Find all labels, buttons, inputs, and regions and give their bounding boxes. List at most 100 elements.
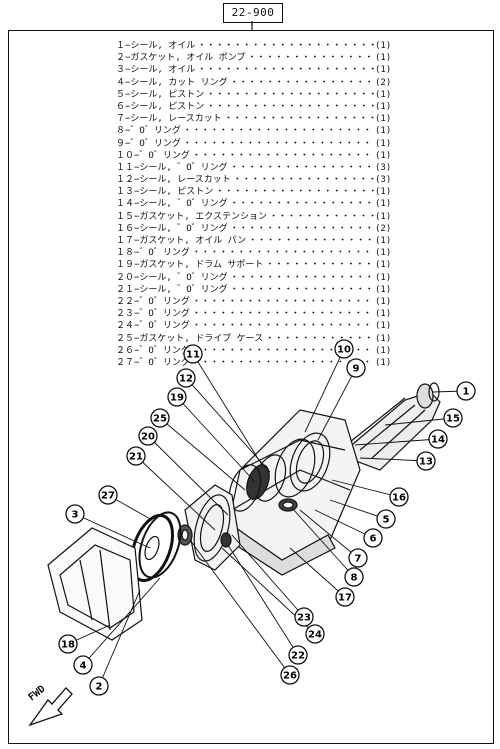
callout-number: 24 [308, 630, 322, 641]
dot-leader: ・・・・・・・・・・・・・・・・・・・・・・・・・・・・・・・・・・・・・・・・ [191, 150, 375, 161]
dot-leader: ・・・・・・・・・・・・・・・・・・・・・・・・・・・・・・・・・・・・・・・・ [247, 53, 375, 64]
dot-leader: ・・・・・・・・・・・・・・・・・・・・・・・・・・・・・・・・・・・・・・・・ [182, 138, 375, 149]
part-number-and-name: ２４−゛O゛リング [116, 321, 190, 332]
callout-circle [176, 368, 196, 388]
dot-leader: ・・・・・・・・・・・・・・・・・・・・・・・・・・・・・・・・・・・・・・・・ [191, 248, 375, 259]
callout-21: 21 [126, 446, 146, 466]
part-quantity: (1) [375, 248, 392, 259]
part-number-and-name: １０−゛O゛リング [116, 150, 190, 161]
part-quantity: (3) [375, 162, 392, 173]
parts-list-row: １１−シール, ゛O゛リング・・・・・・・・・・・・・・・・・・・・・・・・・・… [116, 162, 391, 174]
callout-26: 26 [280, 665, 300, 685]
callout-number: 4 [80, 661, 87, 672]
callout-12: 12 [176, 368, 196, 388]
callout-number: 6 [370, 534, 377, 545]
part-number-and-name: ６−シール, ピストン [116, 101, 205, 112]
dot-leader: ・・・・・・・・・・・・・・・・・・・・・・・・・・・・・・・・・・・・・・・・ [191, 296, 375, 307]
parts-list-row: ９−゛O゛リング・・・・・・・・・・・・・・・・・・・・・・・・・・・・・・・・… [116, 138, 391, 150]
dot-leader: ・・・・・・・・・・・・・・・・・・・・・・・・・・・・・・・・・・・・・・・・ [229, 199, 375, 210]
dot-leader: ・・・・・・・・・・・・・・・・・・・・・・・・・・・・・・・・・・・・・・・・ [191, 321, 375, 332]
part-quantity: (1) [375, 284, 392, 295]
callout-16: 16 [389, 487, 409, 507]
diagram-frame [8, 30, 494, 744]
part-number-and-name: ４−シール, カット リング [116, 77, 228, 88]
parts-list-row: １７−ガスケット, オイル パン・・・・・・・・・・・・・・・・・・・・・・・・… [116, 235, 391, 247]
callout-number: 27 [101, 491, 115, 502]
dot-leader: ・・・・・・・・・・・・・・・・・・・・・・・・・・・・・・・・・・・・・・・・ [269, 211, 375, 222]
dot-leader: ・・・・・・・・・・・・・・・・・・・・・・・・・・・・・・・・・・・・・・・・ [197, 41, 375, 51]
callout-leader-line [147, 435, 229, 516]
part-number-and-name: １３−シール, ピストン [116, 187, 214, 198]
part-quantity: (1) [375, 272, 392, 283]
part-number-and-name: １９−ガスケット, ドラム サポート [116, 260, 264, 271]
part-quantity: (3) [375, 175, 392, 186]
callout-leader-line [176, 396, 256, 483]
callout-leader-line [384, 417, 454, 426]
parts-list-row: ２７−゛O゛リング・・・・・・・・・・・・・・・・・・・・・・・・・・・・・・・… [116, 357, 391, 369]
part-quantity: (1) [375, 309, 392, 320]
callout-number: 23 [297, 613, 311, 624]
callout-number: 10 [337, 345, 351, 356]
callout-leader-line [82, 577, 161, 666]
parts-list-row: １−シール, オイル・・・・・・・・・・・・・・・・・・・・・・・・・・・・・・… [116, 40, 391, 52]
callout-circle [58, 634, 78, 654]
callout-leader-line [317, 367, 357, 441]
callout-circle [348, 548, 368, 568]
fwd-arrow-icon [28, 687, 73, 727]
callout-7: 7 [348, 548, 368, 568]
parts-list-row: ２１−シール, ゛O゛リング・・・・・・・・・・・・・・・・・・・・・・・・・・… [116, 284, 391, 296]
part-number-and-name: ５−シール, ピストン [116, 89, 205, 100]
callout-circle [416, 451, 436, 471]
parts-list-row: ２−ガスケット, オイル ポンプ・・・・・・・・・・・・・・・・・・・・・・・・… [116, 52, 391, 64]
callout-circle [346, 358, 366, 378]
callout-leader-line [135, 455, 216, 531]
callout-15: 15 [443, 408, 463, 428]
callout-number: 3 [72, 510, 79, 521]
parts-list-row: ２２−゛O゛リング・・・・・・・・・・・・・・・・・・・・・・・・・・・・・・・… [116, 296, 391, 308]
callout-23: 23 [294, 607, 314, 627]
part-quantity: (1) [375, 296, 392, 307]
callout-circle [335, 587, 355, 607]
callout-circle [288, 645, 308, 665]
callout-19: 19 [167, 387, 187, 407]
callout-circle [280, 665, 300, 685]
part-quantity: (1) [375, 345, 392, 356]
parts-list-row: １９−ガスケット, ドラム サポート・・・・・・・・・・・・・・・・・・・・・・… [116, 259, 391, 271]
callout-leader-line [192, 353, 263, 466]
parts-list: １−シール, オイル・・・・・・・・・・・・・・・・・・・・・・・・・・・・・・… [116, 40, 391, 369]
callout-leader-line [359, 457, 427, 462]
part-number-and-name: １８−゛O゛リング [116, 248, 190, 259]
callout-circle [89, 676, 109, 696]
part-quantity: (1) [375, 333, 392, 344]
callout-number: 22 [291, 651, 305, 662]
callout-10: 10 [334, 339, 354, 359]
callout-number: 1 [463, 387, 470, 398]
callout-number: 19 [170, 393, 184, 404]
parts-list-row: ２４−゛O゛リング・・・・・・・・・・・・・・・・・・・・・・・・・・・・・・・… [116, 320, 391, 332]
callout-1: 1 [456, 381, 476, 401]
transmission-assembly [47, 382, 441, 641]
part-quantity: (1) [375, 41, 392, 51]
callout-leader-line [189, 539, 291, 676]
dot-leader: ・・・・・・・・・・・・・・・・・・・・・・・・・・・・・・・・・・・・・・・・ [191, 345, 375, 356]
dot-leader: ・・・・・・・・・・・・・・・・・・・・・・・・・・・・・・・・・・・・・・・・ [265, 333, 375, 344]
parts-list-row: ３−シール, オイル・・・・・・・・・・・・・・・・・・・・・・・・・・・・・・… [116, 64, 391, 76]
parts-list-row: １３−シール, ピストン・・・・・・・・・・・・・・・・・・・・・・・・・・・・… [116, 186, 391, 198]
parts-list-row: ７−シール, レースカット・・・・・・・・・・・・・・・・・・・・・・・・・・・… [116, 113, 391, 125]
callout-leader-line [185, 377, 271, 473]
dot-leader: ・・・・・・・・・・・・・・・・・・・・・・・・・・・・・・・・・・・・・・・・ [229, 162, 375, 173]
callout-number: 5 [383, 515, 390, 526]
callout-8: 8 [344, 567, 364, 587]
callout-circle [65, 504, 85, 524]
callout-number: 2 [96, 682, 103, 693]
dot-leader: ・・・・・・・・・・・・・・・・・・・・・・・・・・・・・・・・・・・・・・・・ [229, 223, 375, 234]
callout-number: 9 [353, 364, 360, 375]
part-quantity: (1) [375, 187, 392, 198]
callout-leader-line [227, 544, 299, 656]
dot-leader: ・・・・・・・・・・・・・・・・・・・・・・・・・・・・・・・・・・・・・・・・ [191, 309, 375, 320]
callout-6: 6 [363, 528, 383, 548]
parts-list-row: １６−シール, ゛O゛リング・・・・・・・・・・・・・・・・・・・・・・・・・・… [116, 223, 391, 235]
part-number-and-name: １２−シール, レースカット [116, 175, 231, 186]
parts-list-row: ２５−ガスケット, ドライブ ケース・・・・・・・・・・・・・・・・・・・・・・… [116, 333, 391, 345]
part-quantity: (1) [375, 65, 392, 76]
